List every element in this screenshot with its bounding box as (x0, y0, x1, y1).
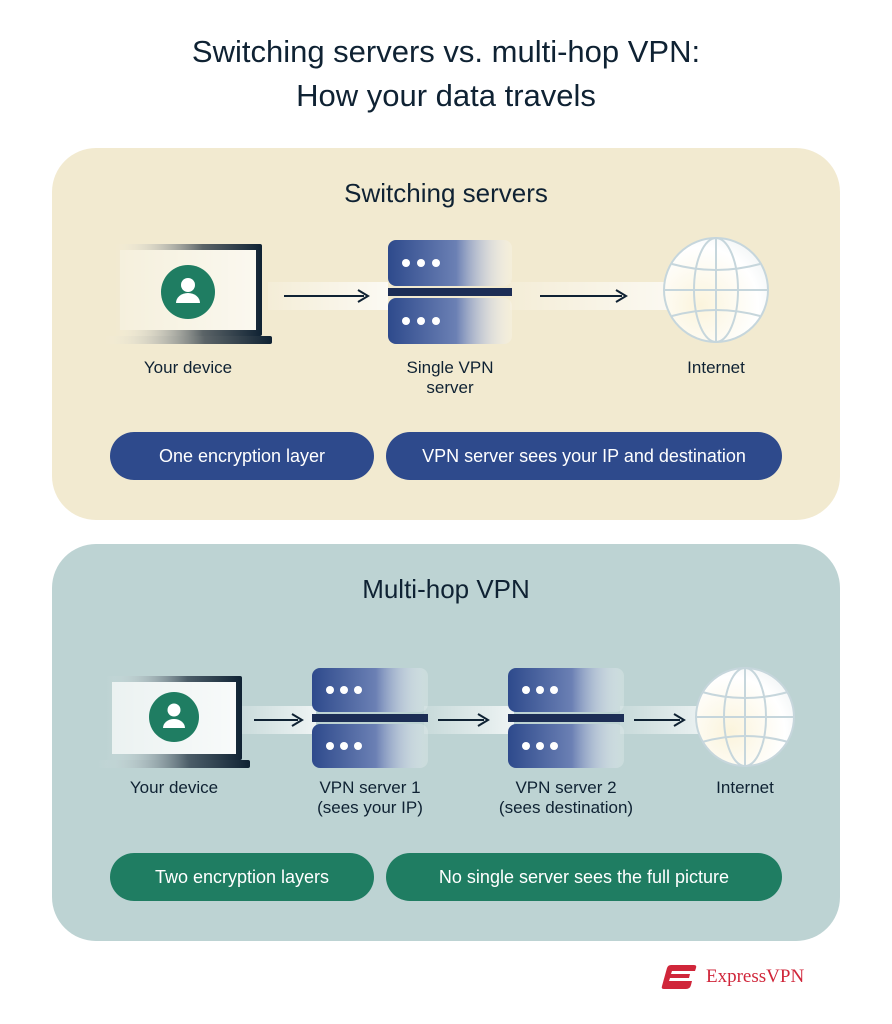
switching-servers-heading: Switching servers (344, 178, 548, 208)
user-avatar-icon (149, 692, 199, 742)
single-server-label-line-1: Single VPN (406, 358, 494, 377)
globe-icon (663, 237, 769, 343)
vpn-server-2-label: VPN server 2 (sees destination) (476, 778, 656, 818)
encryption-layer-badge: One encryption layer (110, 432, 374, 480)
server-visibility-badge: VPN server sees your IP and destination (386, 432, 782, 480)
arrow-icon (284, 289, 370, 303)
no-single-server-badge: No single server sees the full picture (386, 853, 782, 901)
multi-hop-heading: Multi-hop VPN (362, 574, 530, 604)
vpn-server-1-label: VPN server 1 (sees your IP) (290, 778, 450, 818)
arrow-icon (540, 289, 628, 303)
vpn-server-1-label-line-1: VPN server 1 (319, 778, 421, 797)
vpn-server-2-label-line-1: VPN server 2 (515, 778, 617, 797)
single-server-label: Single VPN server (370, 358, 530, 398)
globe-icon (695, 667, 795, 767)
vpn-server-1-label-line-2: (sees your IP) (317, 798, 423, 817)
title-line-2: How your data travels (296, 78, 596, 113)
arrow-icon (438, 713, 490, 727)
page-title: Switching servers vs. multi-hop VPN: How… (0, 30, 892, 118)
device-label: Your device (129, 778, 219, 797)
arrow-icon (634, 713, 686, 727)
internet-label: Internet (687, 358, 745, 377)
internet-label: Internet (716, 778, 774, 797)
brand-name: ExpressVPN (706, 966, 805, 987)
server-icon (388, 240, 512, 344)
server-icon (312, 668, 428, 768)
expressvpn-logo: ExpressVPN (660, 960, 804, 994)
single-server-label-line-2: server (426, 378, 474, 397)
vpn-server-2-label-line-2: (sees destination) (498, 798, 634, 817)
title-line-1: Switching servers vs. multi-hop VPN: (191, 34, 701, 69)
server-icon (508, 668, 624, 768)
user-avatar-icon (161, 265, 215, 319)
device-label: Your device (143, 358, 233, 377)
expressvpn-mark-icon (661, 965, 697, 989)
encryption-layers-badge: Two encryption layers (110, 853, 374, 901)
arrow-icon (254, 713, 304, 727)
